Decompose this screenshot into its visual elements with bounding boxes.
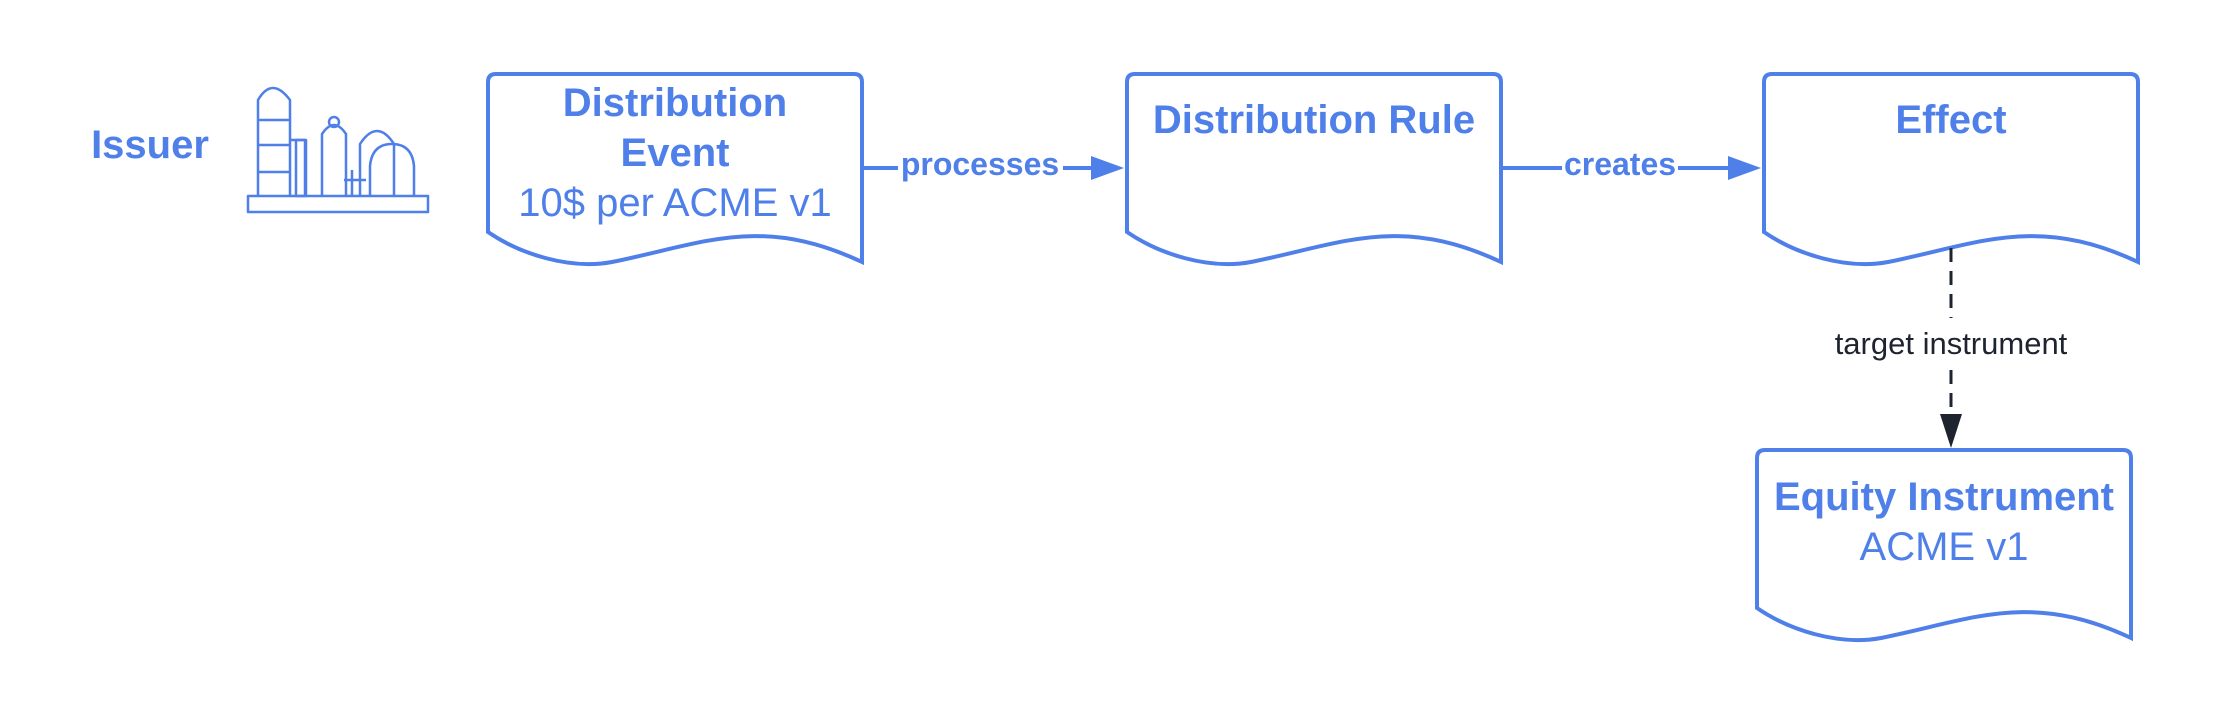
issuer-label: Issuer — [91, 123, 209, 167]
factory-icon — [246, 86, 430, 214]
edge-creates[interactable]: creates — [1503, 146, 1761, 182]
equity-instrument-shape[interactable] — [1755, 448, 2133, 643]
distribution-event-subtitle: 10$ per ACME v1 — [518, 181, 832, 225]
distribution-event-title-line2: Event — [621, 131, 730, 175]
processes-arrowhead — [1091, 156, 1124, 180]
creates-label: creates — [1564, 146, 1676, 182]
edge-target-instrument[interactable]: target instrument — [1835, 248, 2068, 448]
distribution-rule-title: Distribution Rule — [1153, 98, 1475, 142]
edge-processes[interactable]: processes — [864, 146, 1124, 182]
effect-title: Effect — [1895, 98, 2006, 142]
distribution-event-title-line1: Distribution — [563, 81, 787, 125]
distribution-rule-shape[interactable] — [1125, 72, 1503, 267]
creates-arrowhead — [1728, 156, 1761, 180]
target-instrument-label: target instrument — [1835, 326, 2068, 361]
target-instrument-arrowhead — [1940, 414, 1962, 448]
equity-instrument-title: Equity Instrument — [1774, 475, 2114, 519]
equity-instrument-subtitle: ACME v1 — [1860, 525, 2029, 569]
processes-label: processes — [901, 146, 1059, 182]
distribution-event-shape[interactable] — [486, 72, 864, 267]
effect-shape[interactable] — [1762, 72, 2140, 267]
